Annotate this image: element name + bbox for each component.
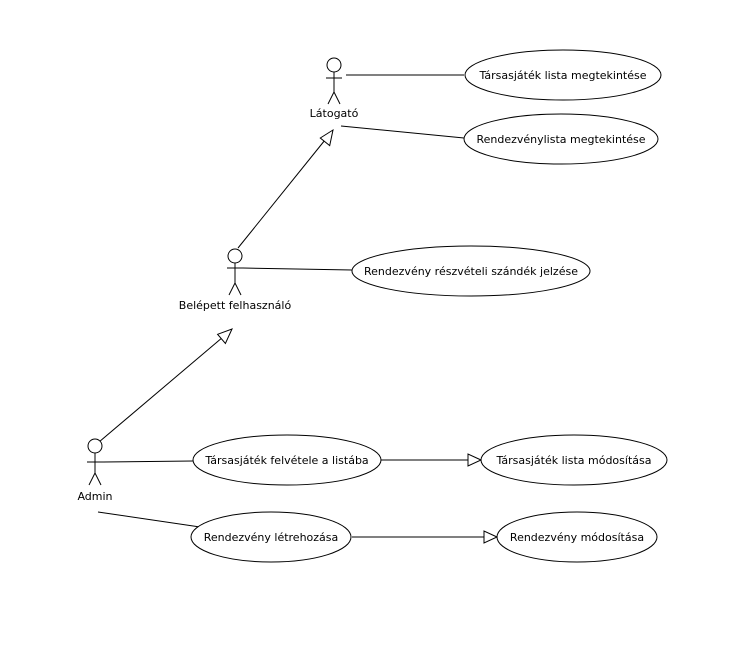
- stick-figure-icon: [87, 438, 103, 486]
- edge-visitor-event-list: [340, 125, 465, 139]
- actor-visitor[interactable]: Látogató: [310, 57, 359, 120]
- generalization-admin-to-user: [98, 328, 233, 443]
- usecase-boardgame-list-modify[interactable]: Társasjáték lista módosítása: [480, 434, 668, 486]
- usecase-label: Rendezvény módosítása: [510, 531, 644, 544]
- stick-figure-icon: [326, 57, 342, 105]
- actor-logged-in-user[interactable]: Belépett felhasználó: [179, 248, 292, 312]
- actor-admin[interactable]: Admin: [77, 438, 113, 503]
- arrow-boardgame-add-to-modify: [381, 453, 483, 467]
- actor-label: Admin: [77, 490, 112, 503]
- usecase-boardgame-list-view[interactable]: Társasjáték lista megtekintése: [464, 49, 662, 101]
- usecase-label: Rendezvény részvételi szándék jelzése: [364, 265, 578, 278]
- stick-figure-icon: [227, 248, 243, 296]
- arrow-event-create-to-modify: [352, 530, 499, 544]
- usecase-event-modify[interactable]: Rendezvény módosítása: [496, 511, 658, 563]
- usecase-label: Rendezvény létrehozása: [204, 531, 339, 544]
- edge-admin-event-create: [97, 511, 201, 528]
- generalization-user-to-visitor: [237, 128, 334, 249]
- actor-label: Belépett felhasználó: [179, 299, 292, 312]
- usecase-label: Társasjáték lista módosítása: [496, 454, 652, 467]
- usecase-boardgame-add[interactable]: Társasjáték felvétele a listába: [192, 434, 382, 486]
- edge-user-event-participation: [242, 267, 353, 271]
- actor-label: Látogató: [310, 107, 359, 120]
- usecase-label: Társasjáték felvétele a listába: [204, 454, 368, 467]
- usecase-event-create[interactable]: Rendezvény létrehozása: [190, 511, 352, 563]
- edge-admin-boardgame-add: [102, 460, 194, 463]
- usecase-event-list-view[interactable]: Rendezvénylista megtekintése: [463, 113, 659, 165]
- usecase-event-participation[interactable]: Rendezvény részvételi szándék jelzése: [351, 245, 591, 297]
- usecase-label: Társasjáték lista megtekintése: [478, 69, 646, 82]
- usecase-label: Rendezvénylista megtekintése: [476, 133, 645, 146]
